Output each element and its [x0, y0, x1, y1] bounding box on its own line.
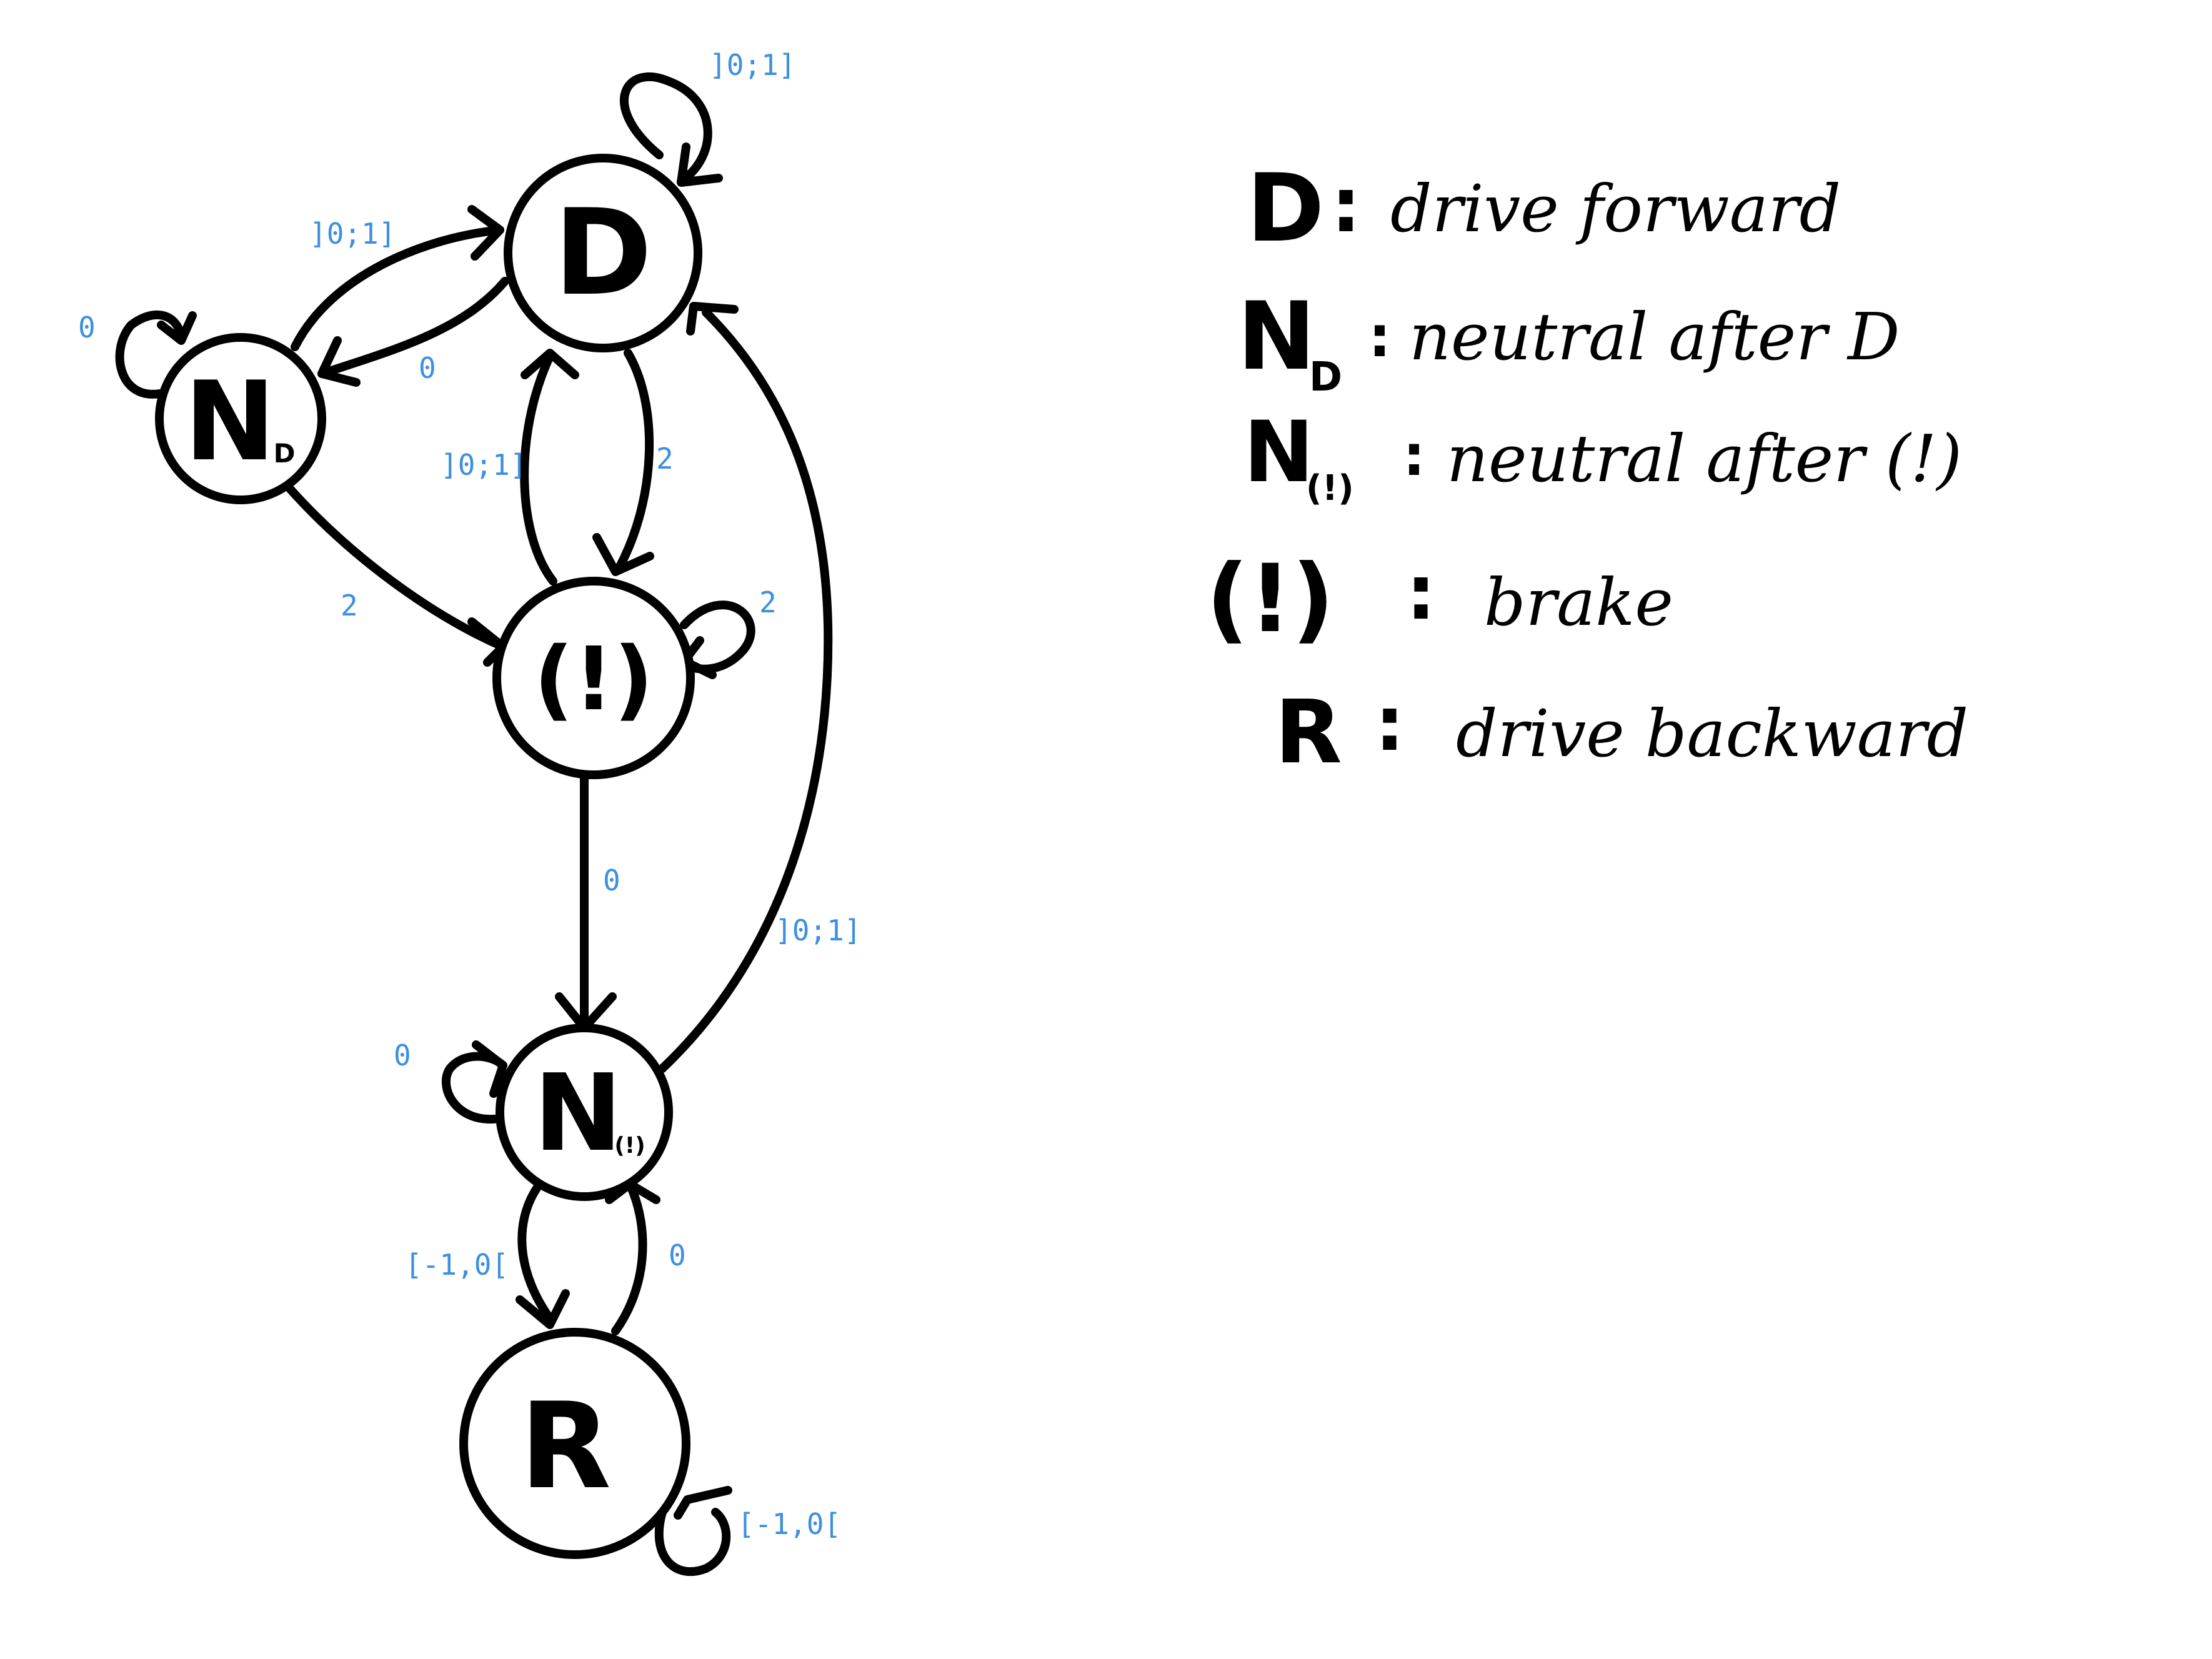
edge-nd-self — [115, 311, 197, 399]
node-nd-subscript: D — [274, 438, 296, 469]
label-d-self: ]0;1] — [709, 48, 795, 82]
legend-colon-d: : — [1331, 162, 1361, 249]
node-nd: N D — [155, 333, 326, 504]
node-r-label: R — [520, 1377, 611, 1515]
legend-item-r: R : drive backward — [1275, 681, 1968, 784]
edge-r-self — [654, 1486, 732, 1576]
legend-colon-brake: : — [1406, 550, 1436, 637]
node-d: D — [504, 154, 702, 352]
legend-subscript-nb: (!) — [1306, 468, 1354, 509]
node-nb-subscript: (!) — [614, 1133, 645, 1158]
label-nd-self: 0 — [78, 311, 96, 344]
edge-d-to-nd — [317, 277, 509, 387]
edge-b-to-d — [520, 349, 579, 585]
legend-subscript-nd: D — [1309, 354, 1342, 401]
edge-b-to-nb — [555, 774, 617, 1032]
edge-nb-to-d — [658, 302, 833, 1073]
label-r-to-nb: 0 — [669, 1238, 686, 1272]
legend-desc-nd: neutral after D — [1409, 299, 1900, 375]
legend-item-nb: N (!) : neutral after (!) — [1243, 403, 1962, 509]
legend-item-brake: (!) : brake — [1206, 545, 1673, 654]
node-nd-label: N — [184, 359, 276, 486]
node-brake-label: (!) — [534, 629, 654, 730]
label-b-self: 2 — [759, 585, 777, 619]
label-nd-to-d: ]0;1] — [309, 217, 396, 251]
node-brake: (!) — [492, 577, 695, 779]
legend: D : drive forward N D : neutral after D … — [1206, 154, 1968, 784]
legend-desc-brake: brake — [1484, 564, 1673, 640]
legend-desc-d: drive forward — [1390, 171, 1841, 247]
label-nb-to-d: ]0;1] — [775, 914, 861, 947]
label-r-self: [-1,0[ — [737, 1507, 841, 1541]
label-d-to-nd: 0 — [419, 351, 436, 385]
label-nb-self: 0 — [394, 1039, 411, 1072]
edge-nd-to-b — [284, 483, 507, 667]
legend-symbol-r: R — [1275, 682, 1342, 784]
legend-symbol-d: D — [1247, 154, 1325, 263]
edge-d-self — [620, 72, 723, 187]
legend-item-d: D : drive forward — [1247, 154, 1841, 263]
node-r: R — [459, 1328, 690, 1559]
label-b-to-d: ]0;1] — [441, 448, 527, 482]
edge-d-to-b — [592, 349, 654, 576]
edge-r-to-nb — [605, 1180, 660, 1335]
legend-desc-nb: neutral after (!) — [1447, 421, 1962, 497]
legend-colon-r: : — [1375, 681, 1405, 768]
legend-desc-r: drive backward — [1456, 695, 1968, 772]
node-nb: N (!) — [496, 1024, 673, 1201]
legend-colon-nb: : — [1403, 423, 1425, 489]
node-d-label: D — [554, 184, 652, 322]
legend-symbol-nd: N — [1237, 282, 1316, 391]
legend-colon-nd: : — [1368, 304, 1391, 370]
node-nb-label: N — [534, 1052, 622, 1175]
label-d-to-b: 2 — [656, 442, 674, 476]
legend-symbol-brake: (!) — [1206, 545, 1335, 654]
legend-symbol-nb: N — [1243, 403, 1314, 501]
edge-nb-self — [441, 1040, 507, 1124]
edge-nd-to-d — [291, 205, 504, 351]
label-b-to-nb: 0 — [603, 864, 620, 897]
edge-nb-to-r — [516, 1183, 570, 1329]
label-nd-to-b: 2 — [341, 589, 358, 622]
label-nb-to-r: [-1,0[ — [405, 1248, 509, 1282]
edge-b-self — [680, 600, 755, 679]
legend-item-nd: N D : neutral after D — [1237, 282, 1900, 401]
